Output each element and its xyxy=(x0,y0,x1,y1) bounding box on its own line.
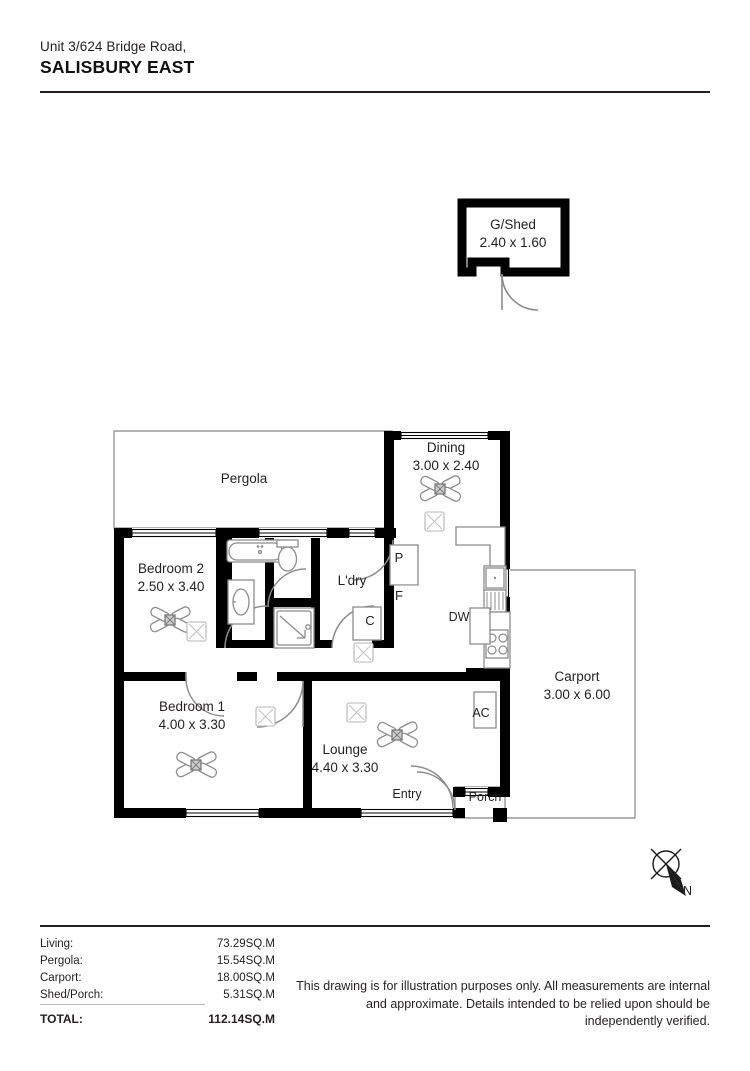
compass-rose xyxy=(650,848,686,896)
area-total-label: TOTAL: xyxy=(40,1012,83,1026)
room-label-dining: Dining 3.00 x 2.40 xyxy=(413,440,480,473)
room-label-porch: Porch xyxy=(469,790,502,805)
room-label-laundry: L'dry xyxy=(338,573,367,588)
carport-dims: 3.00 x 6.00 xyxy=(543,687,611,702)
area-total-row: TOTAL: 112.14SQ.M xyxy=(40,1003,275,1028)
lounge-dims: 4.40 x 3.30 xyxy=(311,760,379,775)
ceiling-fans xyxy=(149,475,462,778)
dining-name: Dining xyxy=(426,440,466,455)
header-divider xyxy=(40,91,710,93)
area-total-value: 112.14SQ.M xyxy=(208,1012,275,1026)
fixture-label-dishwasher: DW xyxy=(449,610,470,625)
area-label: Carport: xyxy=(40,971,82,984)
entry-name: Entry xyxy=(392,787,422,801)
shed-structure xyxy=(457,198,570,311)
fixtures xyxy=(226,526,511,729)
fixture-label-pantry: P xyxy=(395,550,404,565)
room-label-bedroom-2: Bedroom 2 2.50 x 3.40 xyxy=(138,561,205,594)
pantry-name: P xyxy=(394,550,404,565)
cupboard-name: C xyxy=(365,613,375,628)
title-block: Unit 3/624 Bridge Road, SALISBURY EAST xyxy=(40,38,710,78)
disclaimer-text: This drawing is for illustration purpose… xyxy=(296,979,710,1028)
area-label: Shed/Porch: xyxy=(40,988,104,1001)
area-total-divider xyxy=(40,1004,205,1005)
area-row: Shed/Porch: 5.31SQ.M xyxy=(40,986,275,1003)
bedroom1-dims: 4.00 x 3.30 xyxy=(158,717,226,732)
door-swings xyxy=(185,539,456,811)
compass-north-label: N xyxy=(683,884,692,899)
room-label-entry: Entry xyxy=(392,787,421,802)
carport-name: Carport xyxy=(554,669,600,684)
area-row: Living: 73.29SQ.M xyxy=(40,935,275,952)
aircon-name: AC xyxy=(472,706,490,720)
bedroom2-name: Bedroom 2 xyxy=(137,561,205,576)
bedroom1-name: Bedroom 1 xyxy=(158,699,226,714)
area-value: 15.54SQ.M xyxy=(216,954,275,967)
area-value: 73.29SQ.M xyxy=(216,937,275,950)
area-label: Pergola: xyxy=(40,954,83,967)
dining-dims: 3.00 x 2.40 xyxy=(412,458,480,473)
room-label-bedroom-1: Bedroom 1 4.00 x 3.30 xyxy=(159,699,226,732)
area-row: Carport: 18.00SQ.M xyxy=(40,969,275,986)
dishwasher-name: DW xyxy=(448,610,470,624)
area-summary-table: Living: 73.29SQ.M Pergola: 15.54SQ.M Car… xyxy=(40,935,275,1028)
shed-name: G/Shed xyxy=(490,217,536,232)
address-line-2: SALISBURY EAST xyxy=(40,57,195,77)
compass-label-text: N xyxy=(683,884,693,898)
porch-name: Porch xyxy=(468,790,502,804)
laundry-name: L'dry xyxy=(337,573,367,588)
fixture-label-fridge: F xyxy=(395,588,403,603)
address-line-1: Unit 3/624 Bridge Road, xyxy=(40,39,187,54)
room-label-shed: G/Shed 2.40 x 1.60 xyxy=(480,217,547,250)
area-value: 18.00SQ.M xyxy=(216,971,275,984)
fixture-label-aircon: AC xyxy=(472,706,489,721)
shed-dims: 2.40 x 1.60 xyxy=(479,235,547,250)
pergola-name: Pergola xyxy=(220,471,268,486)
area-row: Pergola: 15.54SQ.M xyxy=(40,952,275,969)
area-value: 5.31SQ.M xyxy=(223,988,275,1001)
room-label-pergola: Pergola xyxy=(221,471,268,486)
ceiling-vents xyxy=(186,511,445,727)
area-label: Living: xyxy=(40,937,74,950)
fridge-name: F xyxy=(395,588,403,603)
room-label-carport: Carport 3.00 x 6.00 xyxy=(544,669,611,702)
fixture-label-cupboard: C xyxy=(365,613,374,628)
lounge-name: Lounge xyxy=(322,742,368,757)
room-label-lounge: Lounge 4.40 x 3.30 xyxy=(312,742,379,775)
bedroom2-dims: 2.50 x 3.40 xyxy=(137,579,205,594)
footer-divider xyxy=(40,925,710,927)
